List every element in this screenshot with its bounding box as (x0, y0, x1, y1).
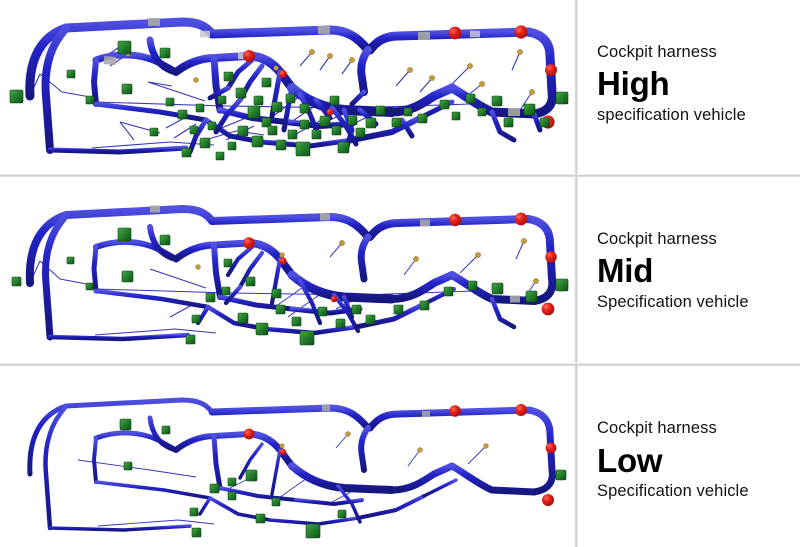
panel-divider-high-mid (0, 174, 800, 177)
grommets-low (322, 405, 430, 417)
caption-high-level: High (597, 65, 670, 103)
harness-diagram-high (0, 0, 574, 168)
caption-low: Cockpit harness Low Specification vehicl… (574, 374, 800, 547)
panel-low: Cockpit harness Low Specification vehicl… (0, 374, 800, 547)
harness-diagram-low (0, 374, 574, 547)
panel-mid: Cockpit harness Mid Specification vehicl… (0, 185, 800, 357)
tan-clips-high (125, 49, 535, 95)
panel-high: Cockpit harness High specification vehic… (0, 0, 800, 168)
harness-branches-low (198, 442, 458, 524)
caption-high: Cockpit harness High specification vehic… (574, 0, 800, 168)
red-nodes-mid (243, 212, 557, 316)
green-connectors-high (9, 40, 569, 161)
harness-trunk-mid (25, 205, 557, 342)
tan-clips-mid (195, 238, 539, 284)
panel-divider-mid-low (0, 363, 800, 366)
caption-mid-top: Cockpit harness (597, 229, 717, 248)
harness-trunk-low (27, 397, 556, 532)
caption-high-bottom: specification vehicle (597, 105, 746, 124)
caption-low-level: Low (597, 441, 663, 479)
thin-wires-low (77, 433, 487, 527)
green-connectors-mid (11, 227, 569, 346)
caption-mid-level: Mid (597, 252, 654, 290)
column-divider-high (574, 0, 578, 174)
grommets-mid (150, 205, 520, 303)
green-connectors-low (119, 418, 567, 539)
column-divider-mid (574, 177, 578, 363)
harness-diagram-mid (0, 185, 574, 357)
caption-mid: Cockpit harness Mid Specification vehicl… (574, 185, 800, 357)
caption-mid-bottom: Specification vehicle (597, 292, 749, 311)
caption-high-top: Cockpit harness (597, 42, 717, 61)
caption-low-bottom: Specification vehicle (597, 482, 749, 501)
caption-low-top: Cockpit harness (597, 419, 717, 438)
column-divider-low (574, 366, 578, 547)
red-nodes-low (243, 404, 557, 506)
grommets-high (103, 18, 520, 116)
tan-clips-low (279, 431, 489, 453)
